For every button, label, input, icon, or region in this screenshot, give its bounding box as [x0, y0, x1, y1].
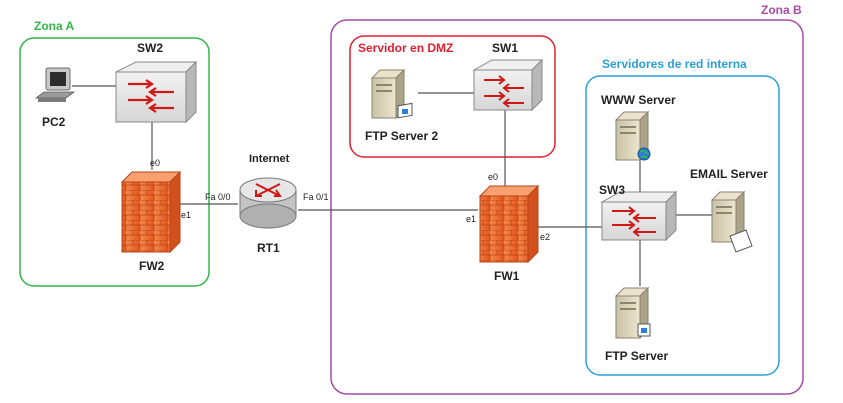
fw1-e1: e1	[466, 214, 476, 224]
zone-b-box	[330, 19, 804, 395]
sw3-icon	[600, 190, 678, 242]
internal-label: Servidores de red interna	[602, 57, 747, 71]
rt1-fa00: Fa 0/0	[205, 192, 231, 202]
internal-box	[585, 75, 780, 376]
fw1-label: FW1	[494, 269, 520, 283]
fw2-e1: e1	[181, 210, 191, 220]
pc2-label: PC2	[42, 115, 66, 129]
ftp-server2-label: FTP Server 2	[365, 129, 438, 143]
email-server-icon	[710, 190, 753, 253]
sw1-label: SW1	[492, 41, 518, 55]
rt1-fa01: Fa 0/1	[303, 192, 329, 202]
fw2-icon	[120, 170, 182, 254]
ftp-server2-icon	[370, 68, 413, 120]
zone-b-label: Zona B	[761, 3, 802, 17]
www-server-label: WWW Server	[601, 93, 676, 107]
sw3-label: SW3	[599, 183, 625, 197]
sw2-label: SW2	[137, 41, 163, 55]
ftp-server-label: FTP Server	[605, 349, 668, 363]
fw2-label: FW2	[139, 259, 165, 273]
links	[72, 85, 712, 286]
sw2-icon	[115, 60, 198, 124]
pc2-icon	[34, 67, 76, 102]
email-server-label: EMAIL Server	[690, 167, 768, 181]
dmz-label: Servidor en DMZ	[358, 41, 453, 55]
rt1-icon	[239, 177, 297, 229]
zone-a-box	[19, 37, 210, 287]
fw1-e0: e0	[488, 172, 498, 182]
fw1-icon	[478, 184, 540, 264]
www-server-icon	[614, 110, 651, 162]
ftp-server-icon	[614, 286, 651, 340]
fw2-e0: e0	[150, 158, 160, 168]
sw1-icon	[472, 58, 544, 112]
dmz-box	[349, 35, 556, 158]
fw1-e2: e2	[540, 232, 550, 242]
zone-a-label: Zona A	[34, 19, 75, 33]
internet-label: Internet	[249, 153, 290, 165]
rt1-label: RT1	[257, 241, 280, 255]
